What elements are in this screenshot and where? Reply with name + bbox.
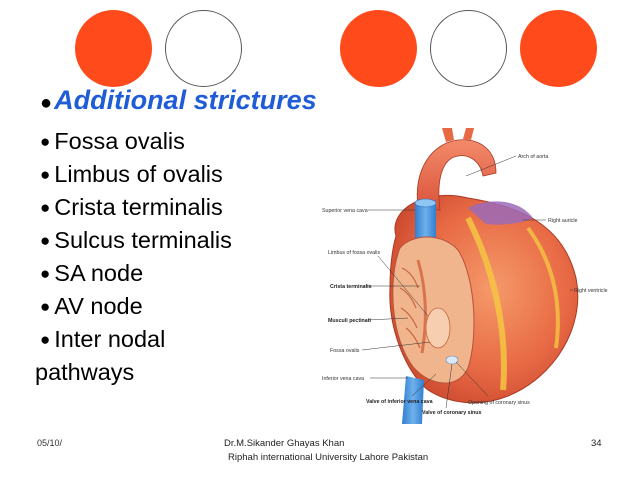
bullet-icon: ● — [40, 330, 51, 349]
heart-diagram: Arch of aorta Superior vena cava Right a… — [322, 128, 608, 424]
list-item-text: pathways — [35, 359, 135, 385]
decor-circle-filled-3 — [520, 10, 597, 87]
label-arch-of-aorta: Arch of aorta — [518, 154, 548, 160]
superior-vena-cava-opening — [414, 198, 437, 208]
footer-author-affiliation: Riphah international University Lahore P… — [228, 452, 429, 463]
decor-circle-outline-2 — [430, 10, 507, 87]
bullet-icon: ● — [40, 198, 51, 217]
fat-band — [526, 226, 560, 349]
label-right-ventricle: Right ventricle — [574, 288, 608, 294]
decor-circle-outline-1 — [165, 10, 242, 87]
label-crista-terminalis: Crista terminalis — [330, 284, 372, 290]
footer-page-number: 34 — [591, 438, 602, 449]
label-superior-vena-cava: Superior vena cava — [322, 208, 368, 214]
slide-heading: ●Additional strictures — [40, 84, 340, 119]
aorta-arch — [416, 139, 497, 211]
label-valve-of-inferior-vena-cava: Valve of inferior vena cava — [366, 399, 433, 405]
list-item: ●Fossa ovalis — [40, 125, 340, 158]
aorta-branch — [442, 128, 454, 142]
list-item: ●Crista terminalis — [40, 191, 340, 224]
label-right-auricle: Right auricle — [548, 218, 577, 224]
bullet-icon: ● — [40, 165, 51, 184]
aorta-branch — [463, 128, 474, 140]
heading-text: Additional strictures — [54, 85, 317, 115]
label-musculi-pectinati: Musculi pectinati — [328, 318, 371, 324]
list-item: ●SA node — [40, 257, 340, 290]
bullet-icon: ● — [40, 92, 53, 114]
content-column: ●Additional strictures ●Fossa ovalis ●Li… — [35, 84, 340, 388]
bullet-icon: ● — [40, 132, 51, 151]
bullet-icon: ● — [40, 231, 51, 250]
bullet-icon: ● — [40, 264, 51, 283]
label-valve-of-coronary-sinus: Valve of coronary sinus — [422, 410, 482, 416]
footer-author: Dr.M.Sikander Ghayas Khan Riphah interna… — [224, 437, 428, 465]
bullet-icon: ● — [40, 297, 51, 316]
decor-circle-filled-2 — [340, 10, 417, 87]
label-inferior-vena-cava: Inferior vena cava — [322, 376, 364, 382]
decor-circle-filled-1 — [75, 10, 152, 87]
label-fossa-ovalis: Fossa ovalis — [330, 348, 360, 354]
list-item-text: Inter nodal — [54, 326, 166, 352]
list-item: ●Sulcus terminalis — [40, 224, 340, 257]
list-item-text: Crista terminalis — [54, 194, 223, 220]
list-item-text: AV node — [54, 293, 143, 319]
list-item-text: Limbus of ovalis — [54, 161, 223, 187]
inferior-vena-cava — [402, 376, 424, 424]
list-item-text: SA node — [54, 260, 144, 286]
label-limbus-of-fossa-ovalis: Limbus of fossa ovalis — [328, 250, 380, 256]
coronary-sinus-opening — [445, 355, 459, 365]
right-auricle-shape — [468, 201, 533, 225]
footer-date: 05/10/ — [37, 438, 63, 448]
footer-author-name: Dr.M.Sikander Ghayas Khan — [224, 438, 345, 449]
list-item-continuation: pathways — [35, 356, 340, 388]
fat-band — [465, 216, 507, 391]
musculi-pectinati — [399, 267, 421, 349]
list-item-text: Sulcus terminalis — [54, 227, 232, 253]
label-opening-of-coronary-sinus: Opening of coronary sinus — [468, 400, 530, 406]
list-item: ●Limbus of ovalis — [40, 158, 340, 191]
list-item-text: Fossa ovalis — [54, 128, 185, 154]
bullet-list: ●Fossa ovalis ●Limbus of ovalis ●Crista … — [35, 125, 340, 388]
list-item: ●AV node — [40, 290, 340, 323]
list-item: ●Inter nodal — [40, 323, 340, 356]
